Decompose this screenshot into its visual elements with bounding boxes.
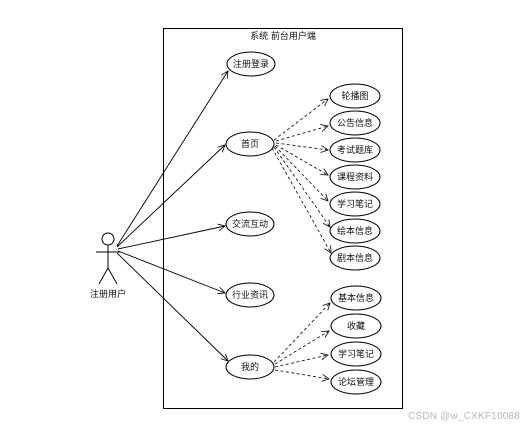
system-boundary	[163, 28, 403, 409]
use-case-login-label: 注册登录	[233, 58, 269, 70]
use-case-study-notes: 学习笔记	[329, 191, 381, 217]
use-case-picture-book-label: 绘本信息	[337, 225, 373, 237]
use-case-industry-label: 行业资讯	[232, 289, 268, 301]
use-case-script-info-label: 剧本信息	[337, 252, 373, 264]
use-case-basic-info-label: 基本信息	[338, 292, 374, 304]
use-case-script-info: 剧本信息	[329, 245, 381, 271]
use-case-forum-management-label: 论坛管理	[338, 376, 374, 388]
use-case-picture-book: 绘本信息	[329, 218, 381, 244]
use-case-home: 首页	[225, 131, 275, 157]
use-case-home-label: 首页	[241, 138, 259, 150]
use-case-my-study-notes: 学习笔记	[330, 341, 382, 367]
use-case-question-bank-label: 考试题库	[337, 144, 373, 156]
actor-registered-user	[96, 232, 120, 285]
use-case-forum-management: 论坛管理	[330, 369, 382, 395]
use-case-carousel: 轮播图	[329, 83, 381, 109]
use-case-study-notes-label: 学习笔记	[337, 198, 373, 210]
use-case-mine: 我的	[225, 354, 275, 380]
use-case-notice: 公告信息	[329, 110, 381, 136]
actor-label: 注册用户	[90, 288, 126, 300]
watermark: CSDN @w_CXKF10088	[408, 411, 520, 422]
use-case-course-material: 课程资料	[329, 164, 381, 190]
use-case-favorites-label: 收藏	[347, 320, 365, 332]
use-case-exchange-label: 交流互动	[232, 218, 268, 230]
use-case-course-material-label: 课程资料	[337, 171, 373, 183]
use-case-industry: 行业资讯	[225, 282, 275, 308]
use-case-exchange: 交流互动	[225, 211, 275, 237]
home-extend-lines	[271, 99, 331, 253]
use-case-my-study-notes-label: 学习笔记	[338, 348, 374, 360]
use-case-question-bank: 考试题库	[329, 137, 381, 163]
use-case-login: 注册登录	[226, 51, 276, 77]
association-lines	[116, 71, 228, 361]
mine-extend-lines	[273, 303, 330, 379]
use-case-favorites: 收藏	[330, 313, 382, 339]
system-title: 系统 前台用户端	[250, 30, 316, 42]
use-case-carousel-label: 轮播图	[341, 90, 368, 102]
use-case-notice-label: 公告信息	[337, 117, 373, 129]
use-case-mine-label: 我的	[241, 361, 259, 373]
use-case-basic-info: 基本信息	[330, 285, 382, 311]
